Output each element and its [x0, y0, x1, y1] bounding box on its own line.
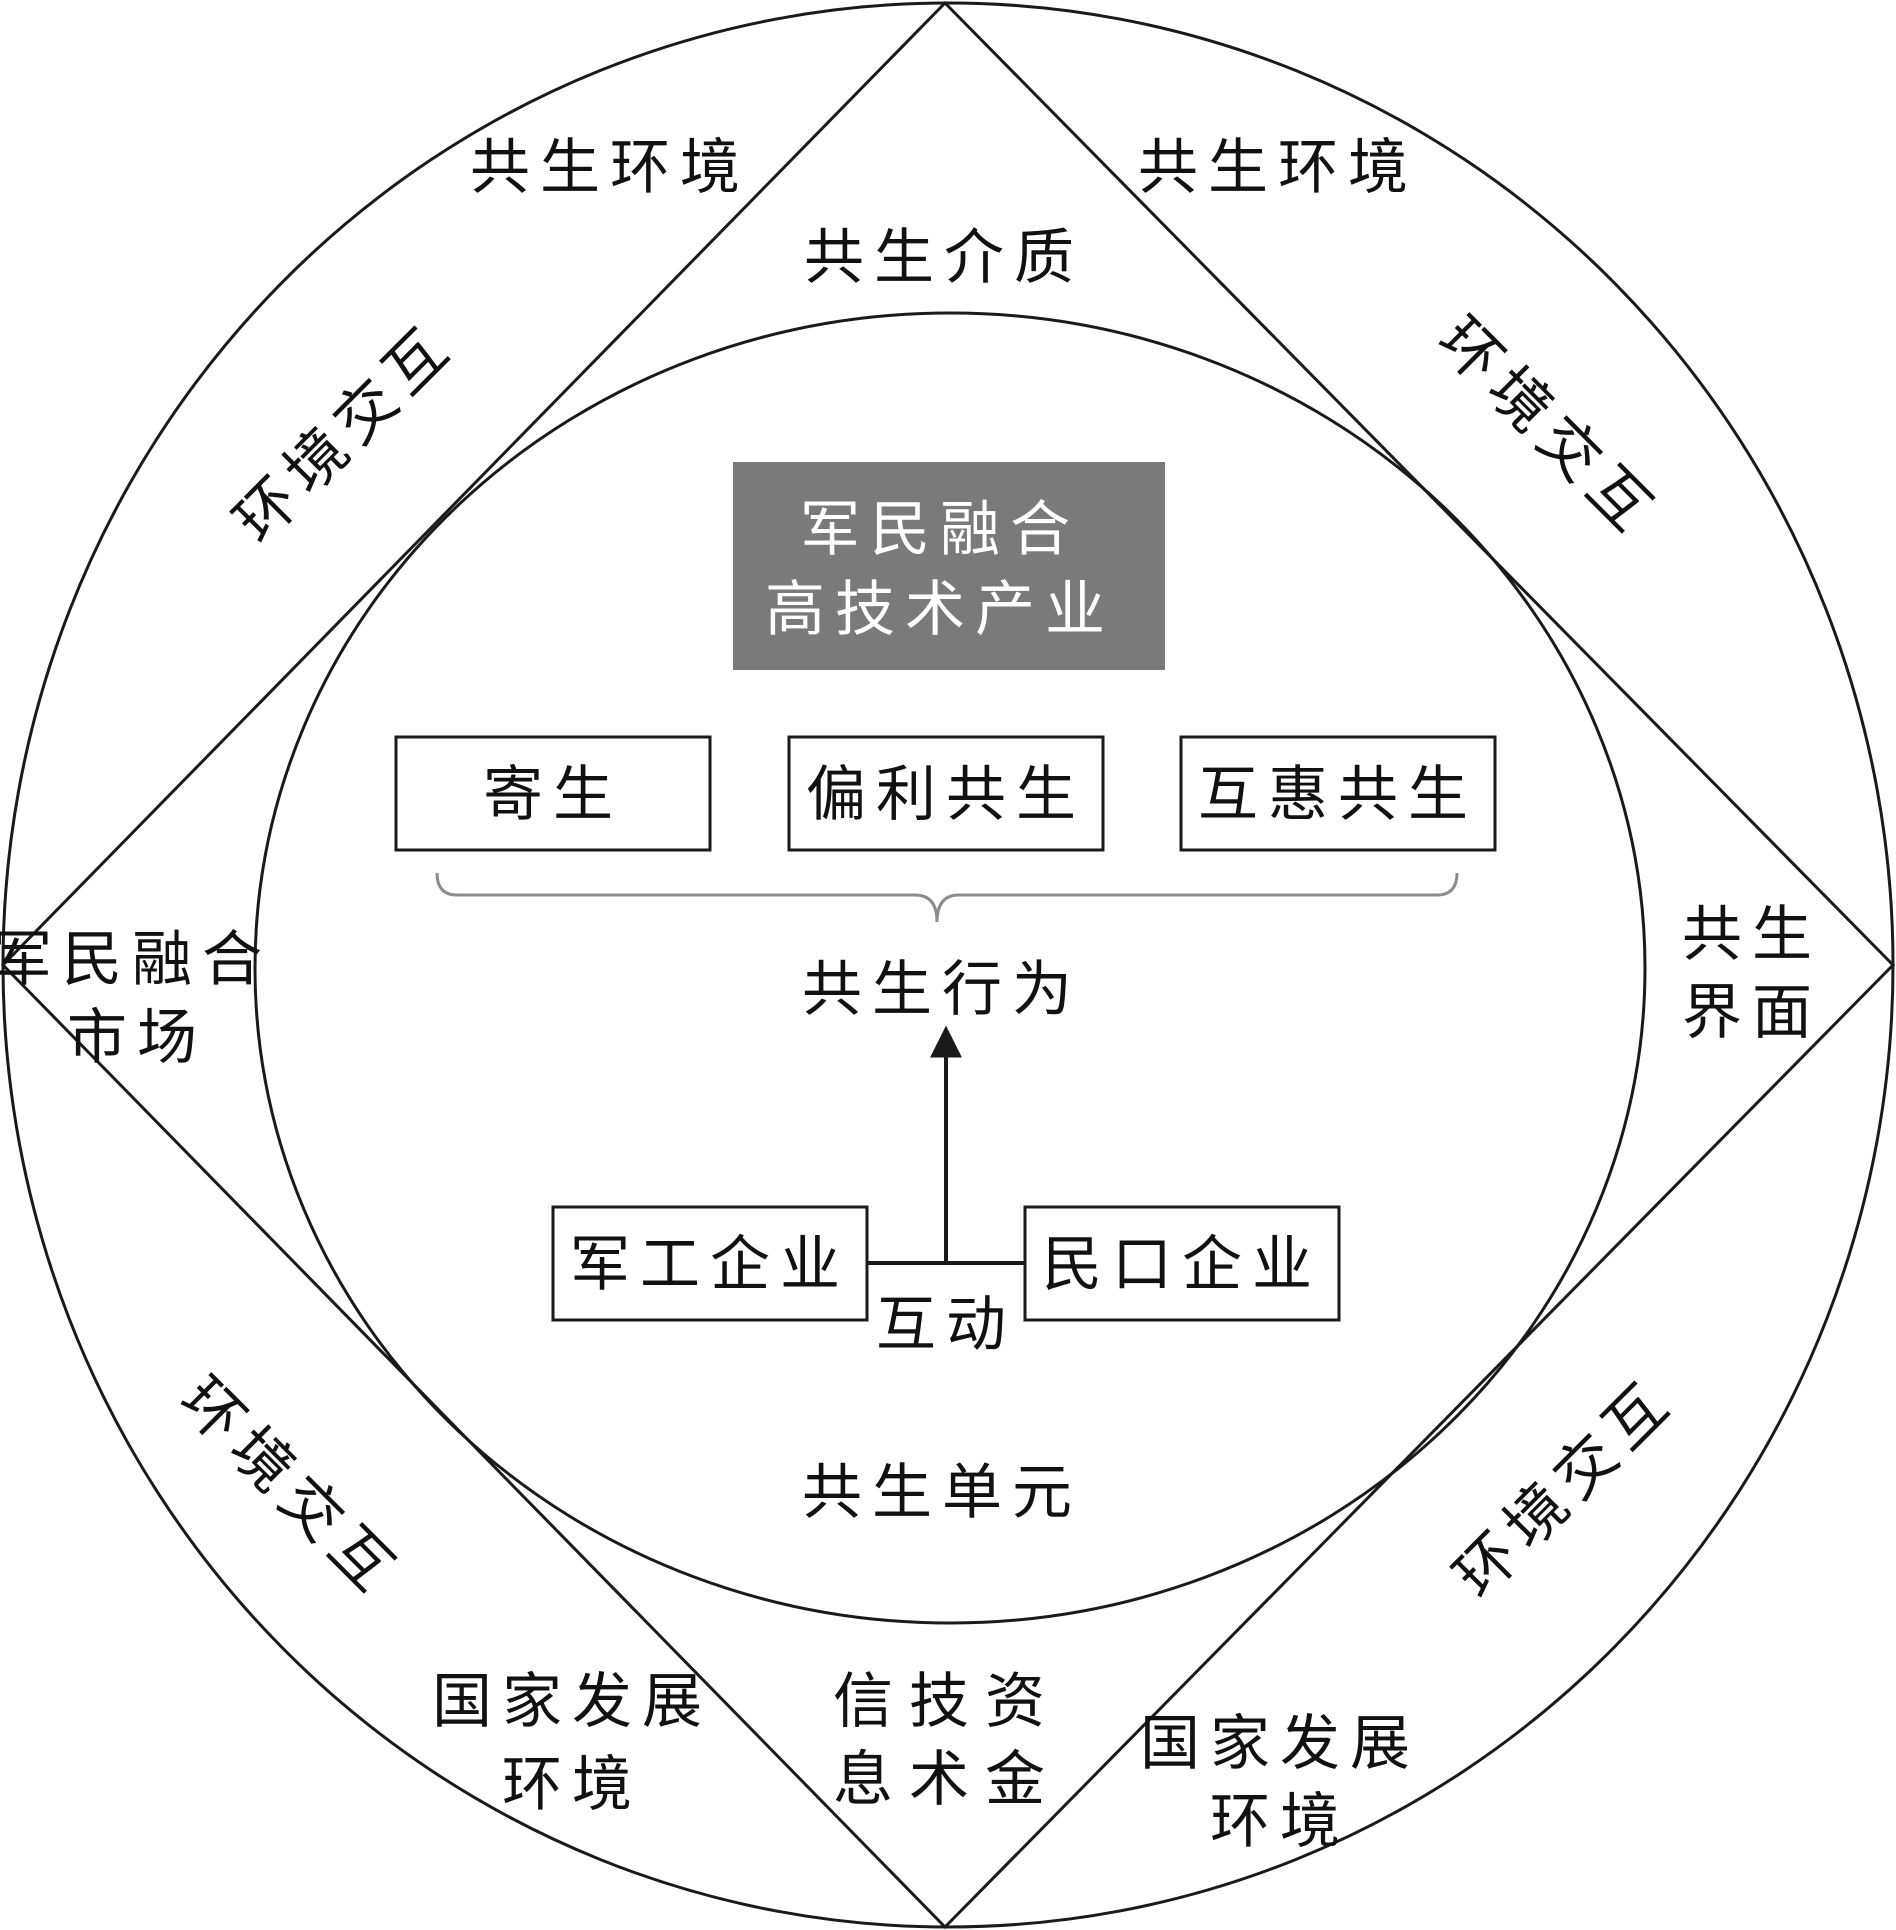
behavior-label-parasitism: 寄生	[483, 760, 623, 830]
interface-left-line1: 军民融合	[0, 925, 272, 995]
behavior-group-label: 共生行为	[802, 955, 1082, 1025]
medium-top-label: 共生介质	[804, 223, 1084, 293]
behavior-brace	[435, 872, 1459, 923]
environment-interaction-top-left: 环境交互	[221, 309, 468, 556]
unit-box-military	[551, 1205, 869, 1322]
behavior-box-mutualism	[1179, 735, 1497, 852]
environment-interaction-top-right: 环境交互	[1424, 304, 1671, 551]
environment-interaction-bottom-right: 环境交互	[1441, 1364, 1688, 1611]
behavior-box-commensalism	[787, 735, 1105, 852]
interaction-label: 互动	[876, 1290, 1016, 1360]
medium-fund-col-top: 资	[985, 1667, 1055, 1737]
unit-label-military: 军工企业	[570, 1230, 850, 1300]
environment-top-right: 共生环境	[1138, 133, 1418, 203]
environment-bottom-left-line2: 环境	[502, 1750, 642, 1820]
behavior-label-mutualism: 互惠共生	[1198, 760, 1478, 830]
medium-tech-col-bottom: 术	[909, 1745, 979, 1815]
inner-unit-circle	[253, 311, 1647, 1625]
medium-info-col-top: 信	[833, 1667, 903, 1737]
core-title-line2: 高技术产业	[765, 575, 1115, 645]
behavior-box-parasitism	[394, 735, 712, 852]
unit-group-label: 共生单元	[802, 1458, 1082, 1528]
environment-bottom-right-line1: 国家发展	[1140, 1709, 1420, 1779]
core-title-line1: 军民融合	[800, 495, 1080, 565]
unit-label-civilian: 民口企业	[1042, 1230, 1322, 1300]
environment-interaction-bottom-left: 环境交互	[166, 1364, 413, 1611]
environment-bottom-left-line1: 国家发展	[432, 1667, 712, 1737]
medium-info-col-bottom: 息	[833, 1745, 903, 1815]
medium-fund-col-bottom: 金	[985, 1745, 1055, 1815]
environment-bottom-right-line2: 环境	[1210, 1787, 1350, 1857]
core-title-box	[733, 462, 1165, 670]
interface-left-line2: 市场	[67, 1003, 207, 1073]
environment-top-left: 共生环境	[470, 133, 750, 203]
unit-box-civilian	[1023, 1205, 1341, 1322]
medium-tech-col-top: 技	[909, 1667, 979, 1737]
interface-right-line1: 共生	[1682, 900, 1822, 970]
behavior-label-commensalism: 偏利共生	[806, 760, 1086, 830]
interface-right-line2: 界面	[1682, 978, 1822, 1048]
